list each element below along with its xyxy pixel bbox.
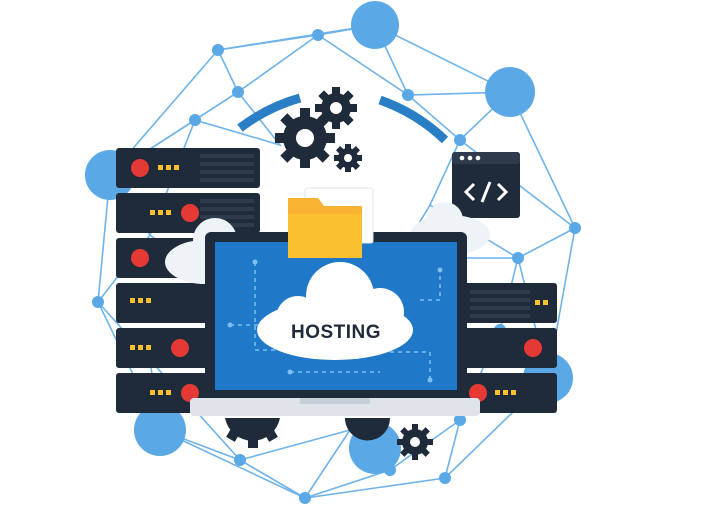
network-node-icon: [485, 67, 535, 117]
gear-icon: [225, 418, 433, 460]
folder-icon: [288, 187, 374, 258]
code-window-icon: [452, 152, 520, 218]
gear-icon: [275, 87, 362, 172]
network-node-icon: [134, 404, 186, 456]
server-rack-icon: [455, 283, 557, 413]
orbit-arcs: [237, 93, 449, 144]
network-node-icon: [351, 1, 399, 49]
hosting-label: HOSTING: [291, 322, 381, 343]
cloud-icon: [257, 262, 413, 360]
